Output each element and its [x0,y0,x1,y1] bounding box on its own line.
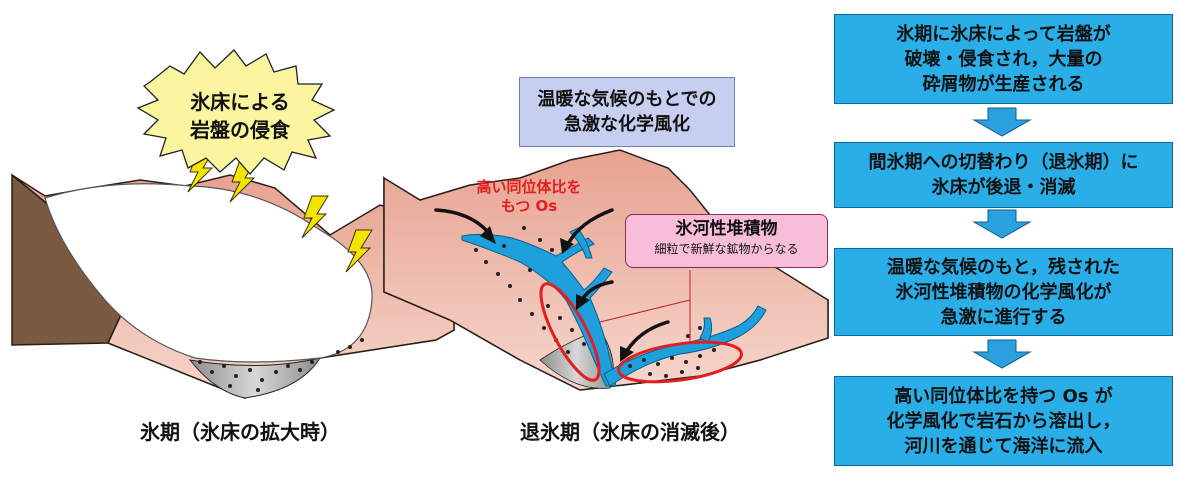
arrowhead [576,294,590,310]
step-box-1: 氷期に氷床によって岩盤が 破壊・侵食され，大量の 砕屑物が生産される [834,14,1173,104]
down-arrow-icon [972,339,1032,369]
center-box-line: 急激な化学風化 [564,114,690,135]
step-box-3: 温暖な気候のもと，残された 氷河性堆積物の化学風化が 急激に進行する [834,248,1173,336]
step-line: 氷河性堆積物の化学風化が [895,281,1112,303]
flow-arrow [434,208,490,234]
step-line: 氷期に氷床によって岩盤が [896,23,1111,45]
ice-age-block [11,49,455,399]
step-line: 化学風化で岩石から溶出し， [886,410,1121,432]
step-line: 間氷期への切替わり（退氷期）に [868,152,1139,173]
arrowhead [480,226,496,244]
center-box-line: 温暖な気候のもとでの [537,89,717,110]
step-line: 温暖な気候のもと，残された [887,256,1120,278]
main-river [461,233,617,387]
os-highlight-ellipse [539,282,601,382]
arrowhead [620,346,634,362]
os-highlight-ellipse [617,340,743,384]
sediment-title: 氷河性堆積物 [675,219,778,239]
starburst-line: 氷床による [190,90,290,114]
down-arrow-icon [972,209,1032,239]
tributary [699,317,713,343]
down-arrow-icon [972,107,1032,137]
step-line: 高い同位体比を持つ Os が [894,385,1113,407]
starburst-callout [136,49,336,175]
callout-leader-lines [599,270,691,344]
starburst-label: 氷床による 岩盤の侵食 [150,88,330,144]
step-line: 急激に進行する [940,306,1067,328]
glacial-sediment-callout: 氷河性堆積物 細粒で新鮮な鉱物からなる [625,214,828,268]
chemical-weathering-box: 温暖な気候のもとでの 急激な化学風化 [519,77,735,147]
left-valley [188,357,322,399]
arrowhead [560,238,574,254]
step-line: 河川を通じて海洋に流入 [904,435,1103,457]
step-line: 砕屑物が生産される [922,73,1085,95]
os-note-line: 高い同位体比を [476,178,582,196]
caption-deglaciation: 退氷期（氷床の消滅後） [520,420,740,444]
ice-sheet [44,183,373,363]
left-debris [198,338,364,392]
step-line: 破壊・侵食され，大量の [904,48,1103,70]
os-note-line: もつ Os [500,197,558,215]
starburst-line: 岩盤の侵食 [190,118,290,142]
caption-ice-age: 氷期（氷床の拡大時） [140,420,340,444]
os-isotope-note: 高い同位体比を もつ Os [470,178,588,216]
flow-arrow [624,320,670,354]
lightning-icon [345,229,373,273]
step-box-2: 間氷期への切替わり（退氷期）に 氷床が後退・消滅 [834,142,1173,208]
step-box-4: 高い同位体比を持つ Os が 化学風化で岩石から溶出し， 河川を通じて海洋に流入 [834,376,1173,466]
lightning-icon [301,195,329,239]
flow-arrow [566,208,614,246]
flow-arrowheads [480,226,634,362]
step-line: 氷床が後退・消滅 [931,177,1076,198]
sediment-subtitle: 細粒で新鮮な鉱物からなる [654,242,799,256]
step-arrows [972,107,1032,369]
deglaciation-block [383,149,829,391]
